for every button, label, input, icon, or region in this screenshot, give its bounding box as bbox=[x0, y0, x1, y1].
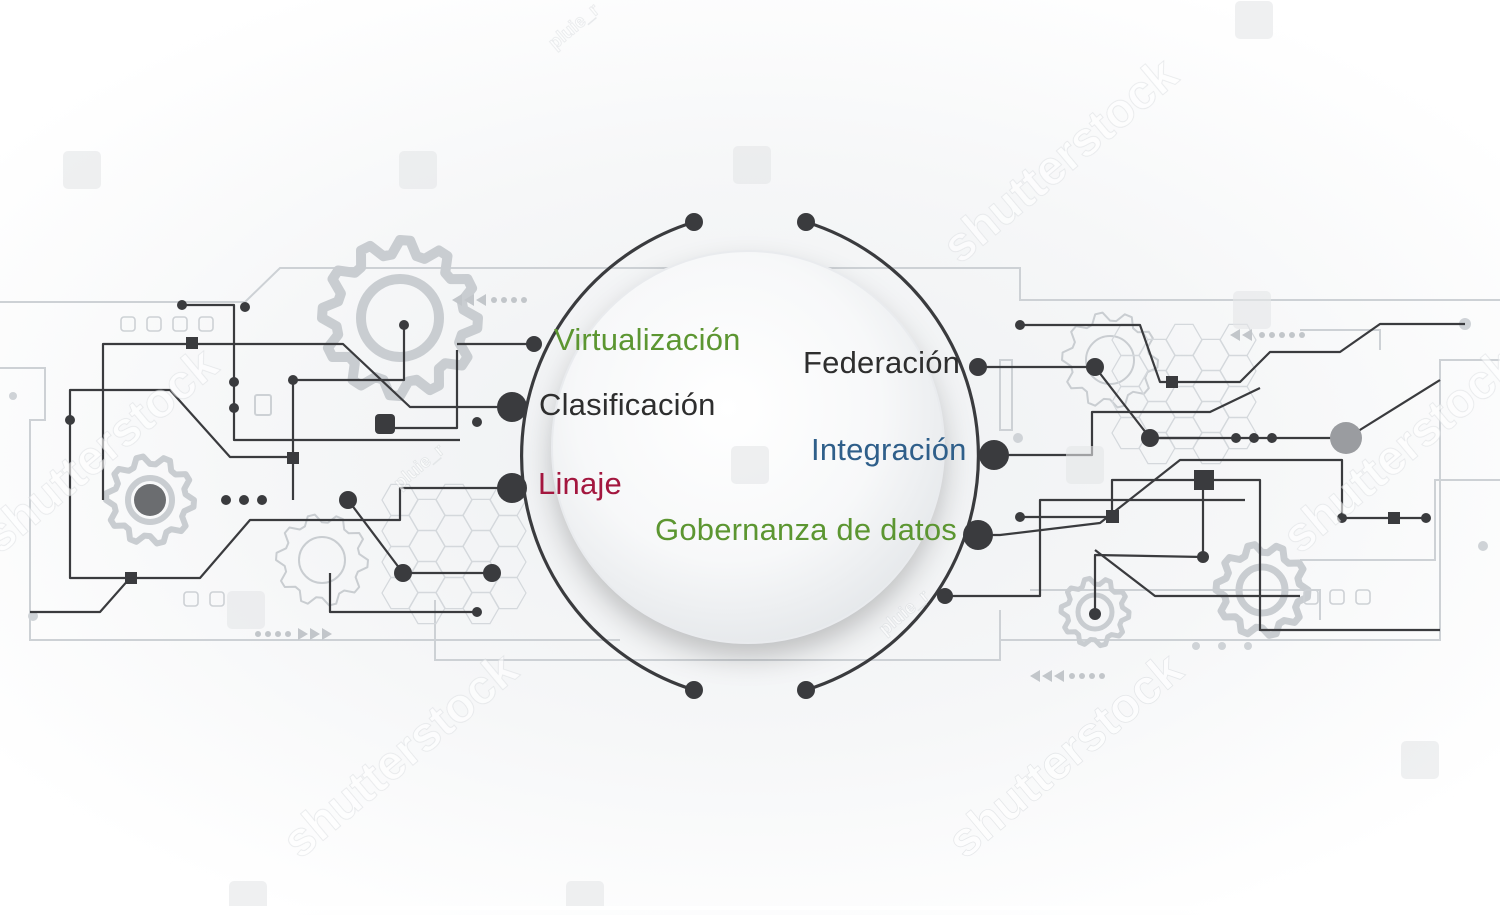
hexagon bbox=[462, 591, 500, 625]
watermark-logo-icon bbox=[399, 151, 437, 189]
circuit-node bbox=[1015, 320, 1025, 330]
circuit-node bbox=[1421, 513, 1431, 523]
circuit-square bbox=[1166, 376, 1178, 388]
circuit-node bbox=[1249, 433, 1259, 443]
circuit-node bbox=[1141, 429, 1159, 447]
square-pads bbox=[120, 316, 1371, 607]
gear-icon bbox=[275, 513, 369, 607]
gear-icon bbox=[317, 235, 483, 401]
circuit-square bbox=[287, 452, 299, 464]
circuit-node bbox=[1197, 551, 1209, 563]
watermark-logo-icon bbox=[1233, 291, 1271, 329]
circuit-hub bbox=[1330, 422, 1362, 454]
watermark-logo-icon bbox=[63, 151, 101, 189]
watermark-logo-icon bbox=[1235, 1, 1273, 39]
label-linaje: Linaje bbox=[538, 466, 622, 501]
label-integracion: Integración bbox=[811, 432, 967, 467]
watermark-logo-icon bbox=[227, 591, 265, 629]
watermark-text: shutterstock bbox=[933, 47, 1188, 273]
circuit-node bbox=[979, 440, 1009, 470]
circuit-node bbox=[65, 415, 75, 425]
circuit-square bbox=[1106, 510, 1119, 523]
circuit-nodes bbox=[65, 300, 1431, 620]
circuit-node bbox=[472, 417, 482, 427]
circuit-node bbox=[240, 302, 250, 312]
watermark-logo-icon bbox=[733, 146, 771, 184]
gear-icon bbox=[1212, 541, 1312, 639]
circuit-node bbox=[1086, 358, 1104, 376]
circuit-node bbox=[229, 403, 239, 413]
circuit-square bbox=[186, 337, 198, 349]
arrow-markers bbox=[255, 294, 1305, 682]
circuit-node bbox=[1231, 433, 1241, 443]
label-virtualizacion: Virtualización bbox=[554, 322, 741, 357]
ring-endpoints bbox=[685, 213, 815, 699]
watermark-text: shutterstock bbox=[273, 642, 528, 868]
ring-endpoint bbox=[685, 681, 703, 699]
circuit-node bbox=[963, 520, 993, 550]
watermark-text: shutterstock bbox=[0, 337, 228, 563]
watermark-logo-icon bbox=[1401, 741, 1439, 779]
circuit-node bbox=[221, 495, 231, 505]
watermark-logo-icon bbox=[1066, 446, 1104, 484]
label-clasificacion: Clasificación bbox=[539, 387, 716, 422]
gear-icon bbox=[1061, 311, 1159, 409]
hexagon-pattern bbox=[381, 323, 1257, 625]
hexagon bbox=[408, 591, 446, 625]
circuit-node bbox=[526, 336, 542, 352]
circuit-node bbox=[483, 564, 501, 582]
gear-icons bbox=[103, 235, 1312, 649]
circuit-node bbox=[472, 607, 482, 617]
circuit-node bbox=[288, 375, 298, 385]
circuit-node bbox=[339, 491, 357, 509]
circuit-node bbox=[239, 495, 249, 505]
outer-ring bbox=[519, 220, 981, 692]
hexagon bbox=[489, 576, 527, 610]
circuit-node bbox=[937, 588, 953, 604]
label-federacion: Federación bbox=[803, 345, 961, 380]
watermark-logo-icon bbox=[731, 446, 769, 484]
label-gobernanza: Gobernanza de datos bbox=[655, 512, 957, 547]
watermark-text: pluie_r bbox=[545, 0, 603, 53]
hexagon bbox=[1165, 323, 1203, 357]
circuit-square bbox=[1388, 512, 1400, 524]
ring-endpoint bbox=[685, 213, 703, 231]
circuit-node bbox=[1015, 512, 1025, 522]
circuit-node bbox=[177, 300, 187, 310]
circuit-node bbox=[257, 495, 267, 505]
circuit-node bbox=[229, 377, 239, 387]
watermark-text: shutterstock bbox=[1273, 337, 1500, 563]
circuit-node bbox=[1337, 513, 1347, 523]
circuit-node bbox=[1267, 433, 1277, 443]
circuit-node bbox=[399, 320, 409, 330]
gear-icon bbox=[103, 453, 197, 547]
circuit-square bbox=[125, 572, 137, 584]
ring-endpoint bbox=[797, 213, 815, 231]
hexagon bbox=[1219, 416, 1257, 450]
circuit-node bbox=[969, 358, 987, 376]
faint-circuitry bbox=[0, 267, 1500, 661]
watermark-text: shutterstock bbox=[938, 642, 1193, 868]
circuit-node bbox=[394, 564, 412, 582]
ring-endpoint bbox=[797, 681, 815, 699]
circuit-square bbox=[375, 414, 395, 434]
circuit-hub bbox=[134, 484, 166, 516]
circuit-square bbox=[1194, 470, 1214, 490]
bottom-border bbox=[0, 906, 1500, 910]
watermark-text: pluie_r bbox=[390, 440, 448, 493]
hexagon bbox=[1111, 323, 1149, 357]
circuit-node bbox=[497, 392, 527, 422]
circuit-node bbox=[497, 473, 527, 503]
circuit-node bbox=[1089, 608, 1101, 620]
